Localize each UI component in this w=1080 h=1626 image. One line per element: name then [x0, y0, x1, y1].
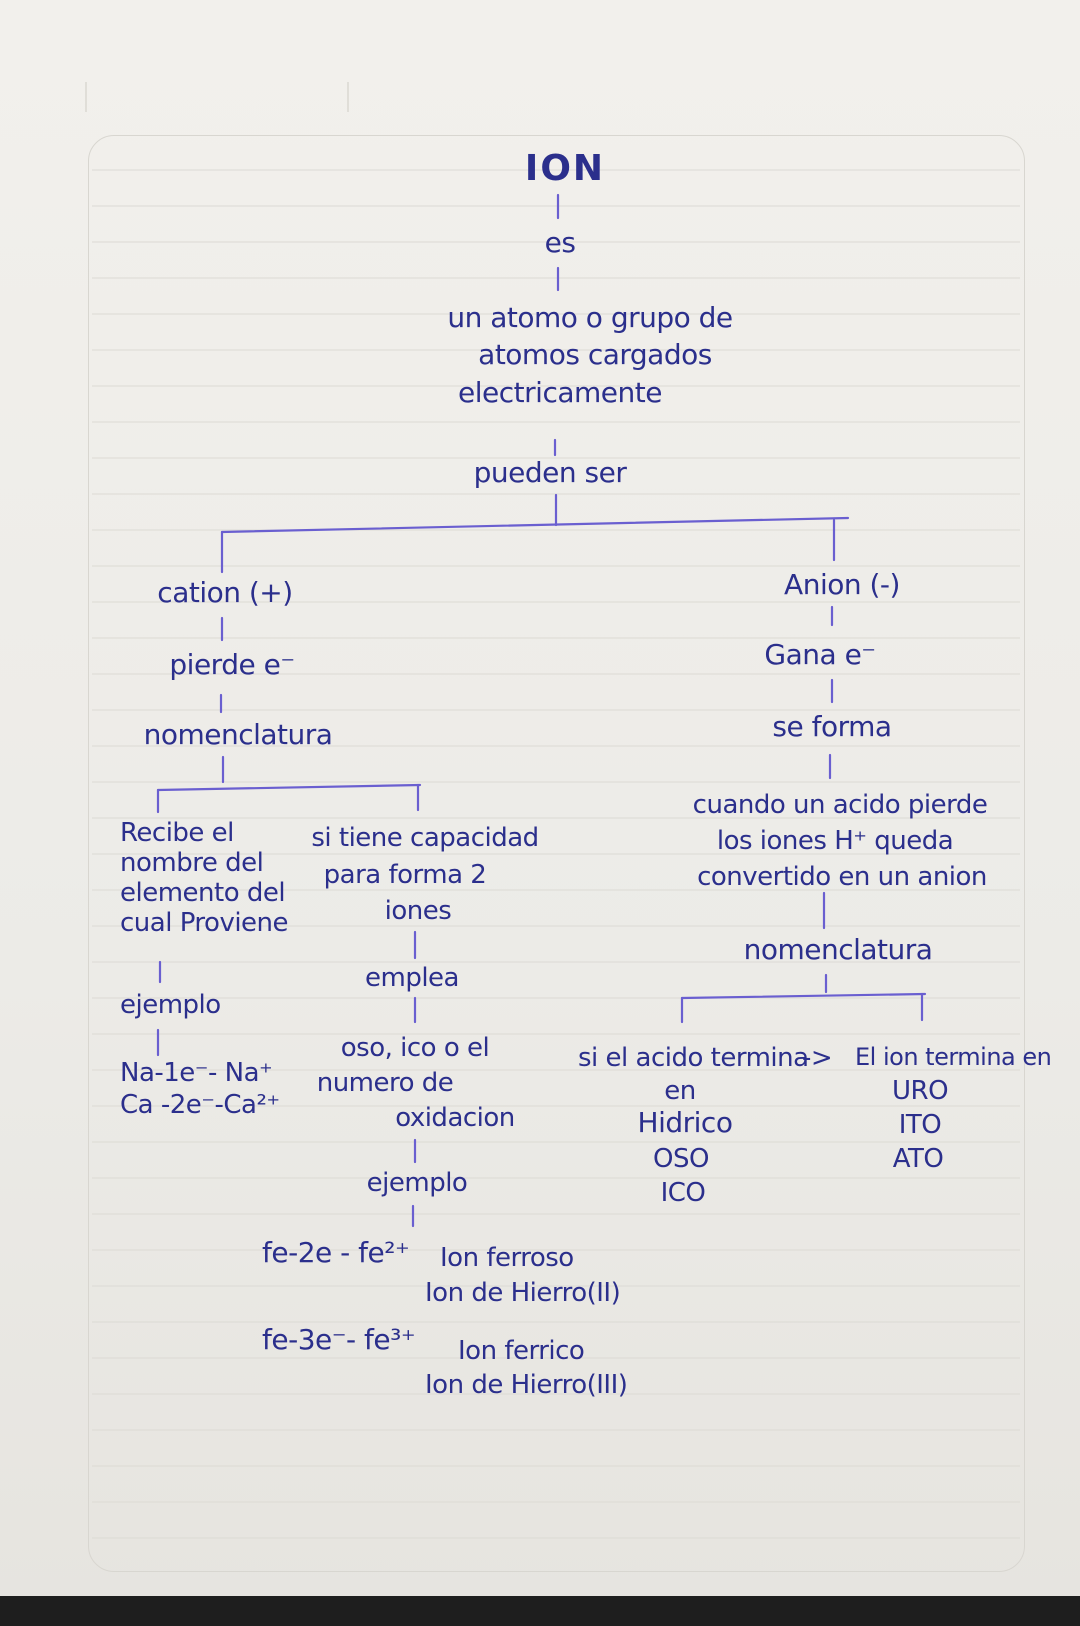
- anion-nomenclature: nomenclatura: [743, 933, 933, 966]
- cation-rule1-line-2: nombre del: [120, 848, 264, 878]
- example1-name-1: Ion ferroso: [440, 1243, 574, 1273]
- acid-ending-2: OSO: [653, 1144, 709, 1174]
- ion-ending-1: URO: [891, 1076, 949, 1106]
- page-tabs: [85, 82, 349, 112]
- cation-rule2-line-2: para forma 2: [323, 860, 487, 890]
- cation-rule2-line-1: si tiene capacidad: [311, 823, 539, 853]
- cation-rule1-example-1: Na-1e⁻- Na⁺: [120, 1058, 273, 1088]
- ion-ending-header: El ion termina en: [855, 1043, 1052, 1071]
- definition-line-1: un atomo o grupo de: [447, 301, 733, 334]
- page-bottom-edge: [0, 1596, 1080, 1626]
- link-pueden-ser: pueden ser: [473, 456, 627, 489]
- definition-line-2: atomos cargados: [478, 338, 712, 371]
- anion-link: se forma: [772, 710, 892, 743]
- anion-formation-line-3: convertido en un anion: [697, 862, 987, 892]
- example2-name-1: Ion ferrico: [458, 1336, 585, 1366]
- acid-en: en: [664, 1076, 696, 1106]
- cation-rule1-line-1: Recibe el: [120, 818, 234, 848]
- cation-nomenclature: nomenclatura: [143, 718, 333, 751]
- anion-formation-line-1: cuando un acido pierde: [692, 790, 988, 820]
- ion-ending-2: ITO: [898, 1110, 942, 1140]
- cation-rule2-line-3: iones: [384, 896, 452, 926]
- cation-rule1-line-4: cual Proviene: [120, 908, 289, 938]
- cation-rule2-method-2: numero de: [316, 1068, 454, 1098]
- page-border: [88, 135, 1025, 1572]
- anion-property: Gana e⁻: [764, 638, 876, 671]
- acid-ending-1: Hidrico: [637, 1106, 733, 1139]
- example2-name-2: Ion de Hierro(III): [425, 1370, 628, 1400]
- acid-ending-3: ICO: [660, 1178, 706, 1208]
- cation-property: pierde e⁻: [169, 648, 295, 681]
- cation-rule2-link: emplea: [365, 963, 459, 993]
- definition-line-3: electricamente: [458, 376, 662, 409]
- arrow: ->: [802, 1043, 833, 1073]
- example2-equation: fe-3e⁻- fe³⁺: [262, 1323, 416, 1356]
- link-es: es: [544, 226, 576, 259]
- cation-title: cation (+): [157, 576, 293, 609]
- cation-rule2-method-1: oso, ico o el: [340, 1033, 490, 1063]
- cation-rule2-method-3: oxidacion: [395, 1103, 515, 1133]
- root-concept: ION: [524, 148, 606, 189]
- anion-formation-line-2: los iones H⁺ queda: [716, 826, 954, 856]
- cation-rule1-example-label: ejemplo: [120, 990, 221, 1020]
- cation-rule1-line-3: elemento del: [120, 878, 286, 908]
- example1-equation: fe-2e - fe²⁺: [262, 1236, 410, 1269]
- cation-rule2-example-label: ejemplo: [366, 1168, 468, 1198]
- example1-name-2: Ion de Hierro(II): [425, 1278, 621, 1308]
- acid-ending-header: si el acido termina: [578, 1043, 809, 1073]
- cation-rule1-example-2: Ca -2e⁻-Ca²⁺: [120, 1090, 280, 1120]
- anion-title: Anion (-): [784, 568, 900, 601]
- ion-ending-3: ATO: [892, 1144, 944, 1174]
